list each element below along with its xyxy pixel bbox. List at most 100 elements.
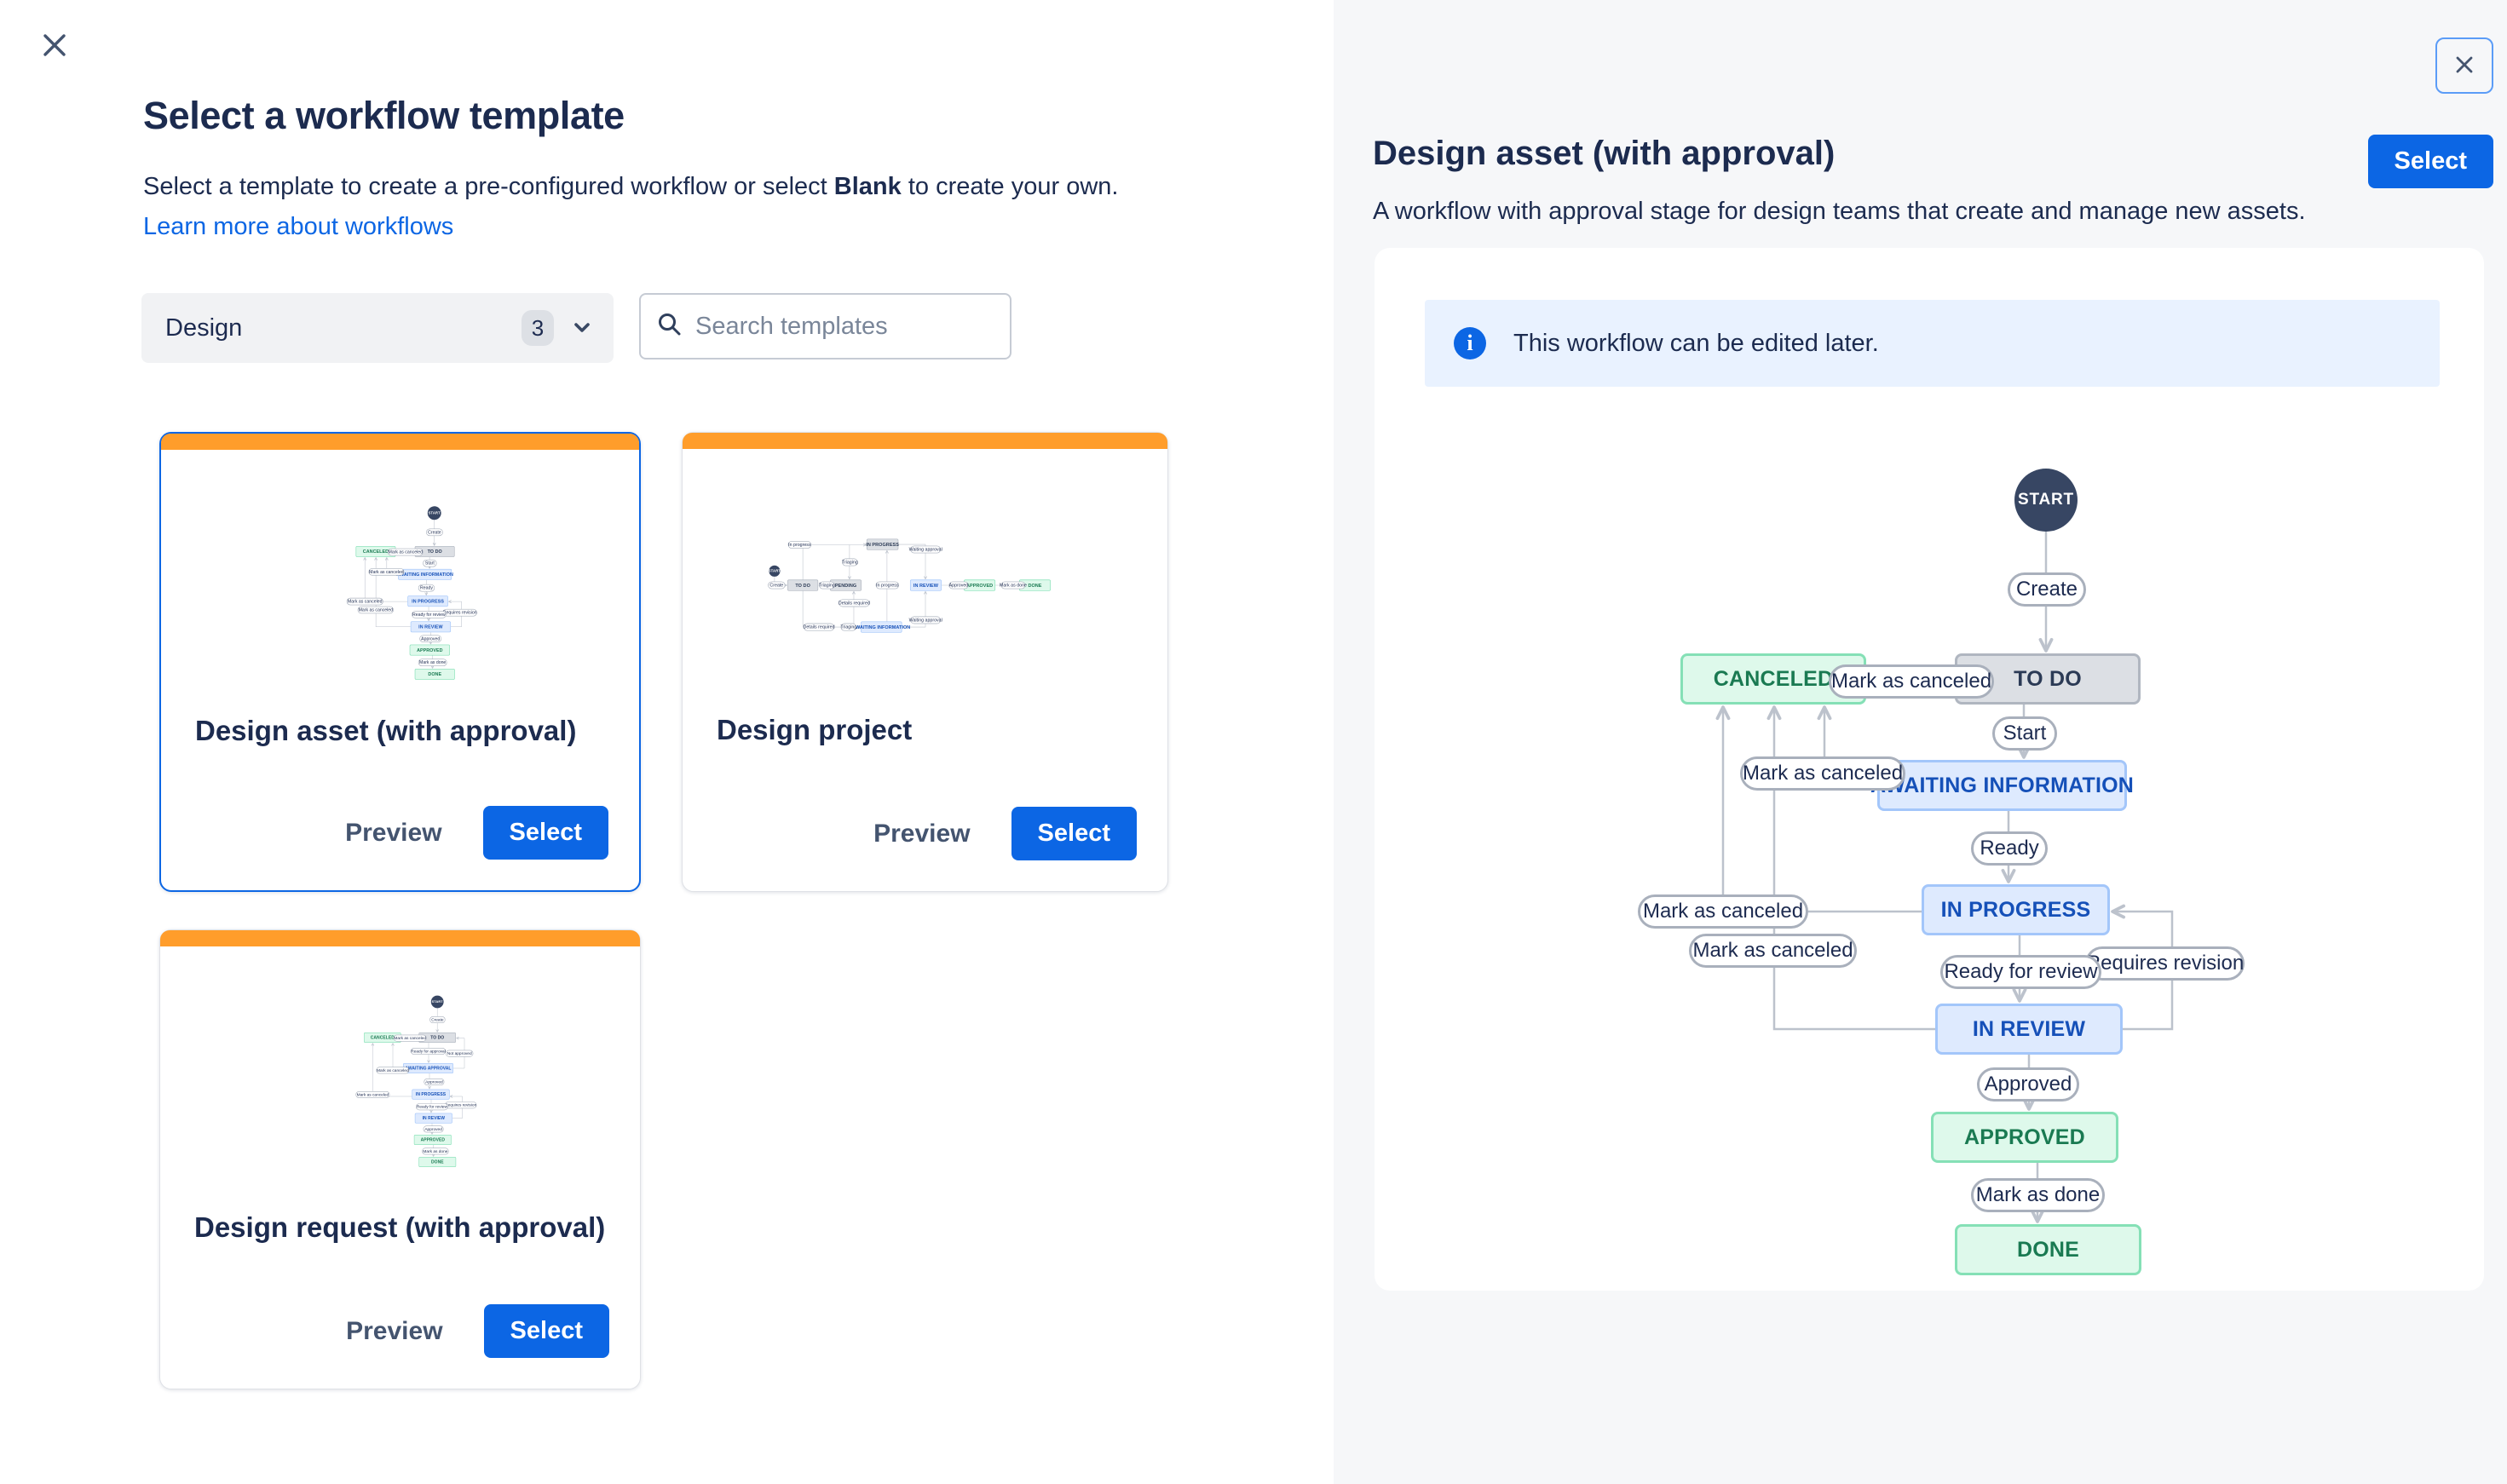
workflow-transition-readyreview: Ready for review xyxy=(416,1103,448,1111)
template-preview-panel: Design asset (with approval) Select A wo… xyxy=(1334,0,2507,1484)
workflow-transition-inprogressp2: In progress xyxy=(875,581,899,590)
workflow-transition-notapproved: Not approved xyxy=(446,1050,474,1057)
workflow-transition-requires: Requires revision xyxy=(445,1101,477,1109)
workflow-transition-approvedp1: Approved xyxy=(424,1078,445,1085)
workflow-transition-mark2: Mark as canceled xyxy=(376,1067,410,1074)
info-banner-text: This workflow can be edited later. xyxy=(1513,329,1879,357)
workflow-state-approved: APPROVED xyxy=(1931,1112,2118,1163)
template-list-panel: Select a workflow template Select a temp… xyxy=(32,24,1168,1389)
workflow-transition-detailsreq1: Details required xyxy=(838,599,870,607)
workflow-state-inprogress: IN PROGRESS xyxy=(1922,884,2110,935)
workflow-transition-create: Create xyxy=(429,1016,446,1023)
preview-description: A workflow with approval stage for desig… xyxy=(1373,198,2306,225)
workflow-transition-approvedp2: Approved xyxy=(423,1125,444,1133)
workflow-preview-card: i This workflow can be edited later. STA… xyxy=(1375,248,2484,1291)
workflow-state-done: DONE xyxy=(1955,1224,2141,1275)
select-button[interactable]: Select xyxy=(483,1304,609,1358)
workflow-state-inprogress: IN PROGRESS xyxy=(407,595,448,607)
workflow-transition-markdone: Mark as done xyxy=(1971,1178,2105,1212)
workflow-transition-triaging3: Triaging xyxy=(840,623,857,631)
workflow-transition-ready: Ready xyxy=(1971,831,2048,866)
workflow-transition-approvedp: Approved xyxy=(1977,1067,2079,1101)
close-preview-button[interactable] xyxy=(2435,37,2493,94)
workflow-state-awaiting: AWAITING INFORMATION xyxy=(1870,760,2134,811)
workflow-transition-mark1: Mark as canceled xyxy=(1829,664,1994,699)
preview-button[interactable]: Preview xyxy=(873,819,971,848)
workflow-transition-readyreview: Ready for review xyxy=(1940,955,2101,989)
workflow-state-done: DONE xyxy=(1019,579,1051,591)
workflow-state-approved: APPROVED xyxy=(964,579,996,591)
workflow-state-done: DONE xyxy=(418,1157,457,1167)
page-description: Select a template to create a pre-config… xyxy=(143,173,1119,200)
preview-button[interactable]: Preview xyxy=(345,818,442,847)
info-banner: i This workflow can be edited later. xyxy=(1425,300,2440,387)
workflow-transition-requires: Requires revision xyxy=(442,608,477,617)
workflow-state-start: START xyxy=(430,995,444,1009)
select-button[interactable]: Select xyxy=(1011,807,1137,860)
select-template-button[interactable]: Select xyxy=(2367,135,2493,188)
workflow-state-approved: APPROVED xyxy=(409,644,450,656)
card-title: Design request (with approval) xyxy=(194,1211,606,1243)
filter-selected-value: Design xyxy=(165,313,243,342)
workflow-transition-mark4: Mark as canceled xyxy=(1689,934,1857,968)
search-icon xyxy=(656,311,683,342)
category-filter-dropdown[interactable]: Design 3 xyxy=(141,293,614,363)
workflow-transition-readyreview: Ready for review xyxy=(412,611,447,618)
page-title: Select a workflow template xyxy=(143,94,625,137)
workflow-transition-waitapproval2: Waiting approval xyxy=(908,616,942,624)
workflow-state-inreview: IN REVIEW xyxy=(1935,1004,2123,1055)
search-templates-field xyxy=(639,293,1017,359)
workflow-transition-markdone: Mark as done xyxy=(418,659,447,666)
card-title: Design asset (with approval) xyxy=(195,715,577,746)
search-input[interactable] xyxy=(695,312,1017,341)
info-icon: i xyxy=(1454,327,1486,359)
workflow-state-start: START xyxy=(2014,469,2078,532)
workflow-transition-ready: Ready xyxy=(418,584,435,592)
workflow-transition-requires: Requires revision xyxy=(2085,946,2245,981)
preview-title: Design asset (with approval) xyxy=(1373,135,1836,172)
close-icon xyxy=(2451,51,2478,81)
workflow-transition-waitapproval1: Waiting approval xyxy=(908,545,942,554)
workflow-transition-mark2: Mark as canceled xyxy=(1740,756,1905,791)
workflow-state-startc: START xyxy=(769,565,781,577)
workflow-state-todo: TO DO xyxy=(787,579,819,591)
workflow-transition-create: Create xyxy=(768,581,786,590)
workflow-state-start: START xyxy=(427,506,441,521)
workflow-state-inreview: IN REVIEW xyxy=(414,1113,452,1124)
workflow-connector-lines xyxy=(1715,532,2174,1223)
learn-more-link[interactable]: Learn more about workflows xyxy=(143,213,454,240)
workflow-state-awaitingapproval: AWAITING APPROVAL xyxy=(403,1063,453,1073)
card-accent-bar xyxy=(160,930,640,946)
chevron-down-icon xyxy=(571,316,593,341)
workflow-state-inreview: IN REVIEW xyxy=(410,621,452,633)
workflow-connector-lines xyxy=(363,520,462,669)
workflow-state-awaiting: AWAITING INFORMATION xyxy=(396,568,453,580)
preview-button[interactable]: Preview xyxy=(346,1316,443,1345)
workflow-transition-mark1: Mark as canceled xyxy=(387,548,424,556)
workflow-state-inreview: IN REVIEW xyxy=(909,579,942,591)
workflow-transition-mark1: Mark as canceled xyxy=(393,1034,427,1042)
workflow-state-approved: APPROVED xyxy=(413,1135,452,1145)
workflow-transition-triaging1: Triaging xyxy=(818,581,835,590)
workflow-transition-approvedp: Approved xyxy=(948,581,969,590)
card-title: Design project xyxy=(717,714,913,745)
workflow-state-inprogress: IN PROGRESS xyxy=(866,538,899,550)
workflow-transition-startt: Start xyxy=(1992,716,2057,751)
card-accent-bar xyxy=(683,433,1167,449)
workflow-transition-markdone: Mark as done xyxy=(422,1148,449,1155)
workflow-state-canceled: CANCELED xyxy=(355,545,396,557)
select-button[interactable]: Select xyxy=(482,806,608,860)
workflow-transition-approvedp: Approved xyxy=(419,635,442,643)
workflow-state-done: DONE xyxy=(414,669,455,680)
workflow-transition-create: Create xyxy=(2008,572,2086,607)
workflow-transition-readyapproval: Ready for approval xyxy=(411,1048,446,1055)
close-dialog-button[interactable] xyxy=(32,24,77,68)
workflow-transition-markdone: Mark as done xyxy=(999,581,1027,590)
